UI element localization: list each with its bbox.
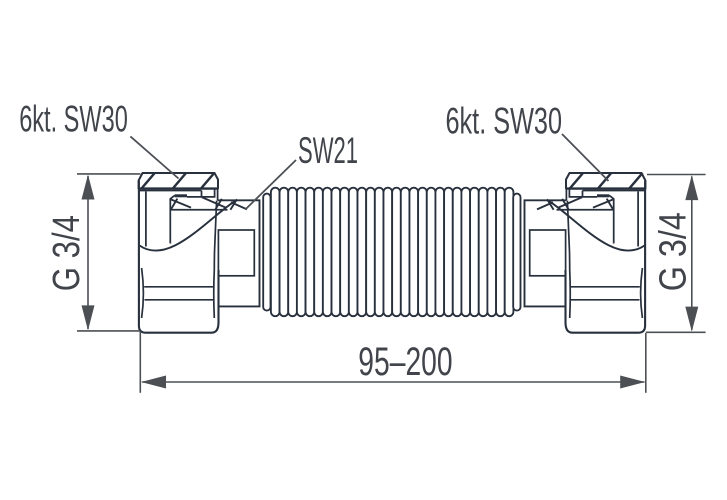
svg-text:6kt. SW30: 6kt. SW30: [19, 99, 128, 140]
svg-text:95–200: 95–200: [358, 340, 452, 384]
svg-text:G 3/4: G 3/4: [45, 215, 88, 291]
svg-text:6kt. SW30: 6kt. SW30: [446, 100, 563, 141]
svg-text:SW21: SW21: [298, 130, 358, 171]
svg-text:G 3/4: G 3/4: [652, 212, 695, 291]
